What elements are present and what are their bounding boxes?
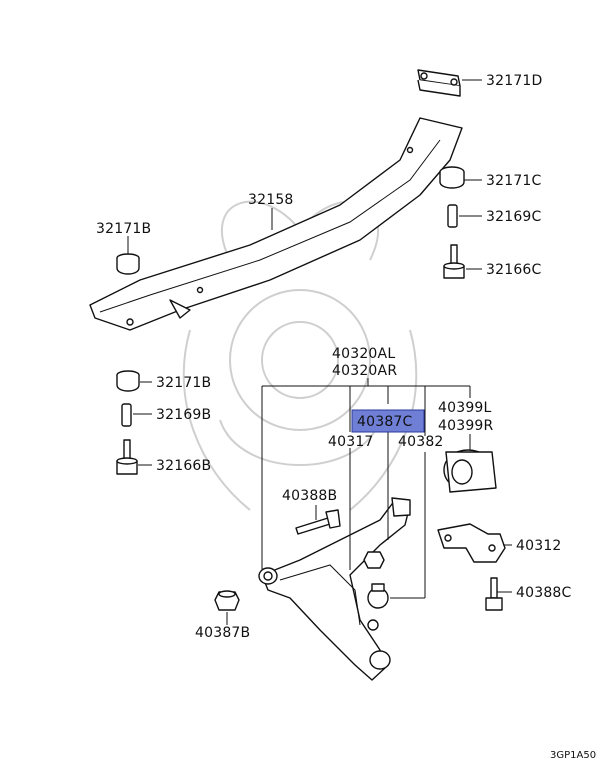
bolt-40388c	[485, 577, 503, 611]
label-40388c[interactable]: 40388C	[516, 585, 572, 601]
label-32158[interactable]: 32158	[248, 192, 294, 208]
bolt-32166c	[443, 244, 465, 279]
bushing-40399	[443, 449, 497, 493]
label-32169b[interactable]: 32169B	[156, 407, 211, 423]
ball-joint-40382	[367, 583, 389, 609]
label-40382[interactable]: 40382	[398, 434, 444, 450]
label-40320ar[interactable]: 40320AR	[332, 363, 397, 379]
nut-40387b	[214, 590, 240, 611]
highlight-box	[351, 409, 425, 433]
label-32171b[interactable]: 32171B	[156, 375, 211, 391]
nut-lower	[367, 619, 379, 631]
label-40388b[interactable]: 40388B	[282, 488, 337, 504]
label-40320al[interactable]: 40320AL	[332, 346, 395, 362]
control-arm	[258, 497, 411, 681]
bushing-32171b-top	[116, 253, 140, 275]
bushing-32171b	[116, 370, 140, 392]
crossmember	[89, 117, 463, 331]
label-40317[interactable]: 40317	[328, 434, 374, 450]
label-40399l[interactable]: 40399L	[438, 400, 492, 416]
label-32171b-top[interactable]: 32171B	[96, 221, 151, 237]
nut-40317	[363, 551, 385, 569]
label-32166c[interactable]: 32166C	[486, 262, 542, 278]
spacer-32169c	[447, 204, 458, 228]
label-40312[interactable]: 40312	[516, 538, 562, 554]
label-40387b[interactable]: 40387B	[195, 625, 250, 641]
spacer-32169b	[121, 403, 132, 427]
label-32166b[interactable]: 32166B	[156, 458, 211, 474]
bolt-32166b	[116, 439, 138, 475]
leader-lines	[127, 79, 512, 625]
label-40387c[interactable]: 40387C	[357, 414, 413, 430]
label-32169c[interactable]: 32169C	[486, 209, 542, 225]
bushing-32171c	[439, 166, 465, 189]
bolt-40388b	[295, 509, 341, 535]
bracket-32171d	[417, 69, 461, 97]
diagram-code: 3GP1A50	[550, 750, 596, 761]
label-40399r[interactable]: 40399R	[438, 418, 494, 434]
bracket-40312	[437, 523, 506, 563]
label-32171c[interactable]: 32171C	[486, 173, 542, 189]
label-32171d[interactable]: 32171D	[486, 73, 543, 89]
